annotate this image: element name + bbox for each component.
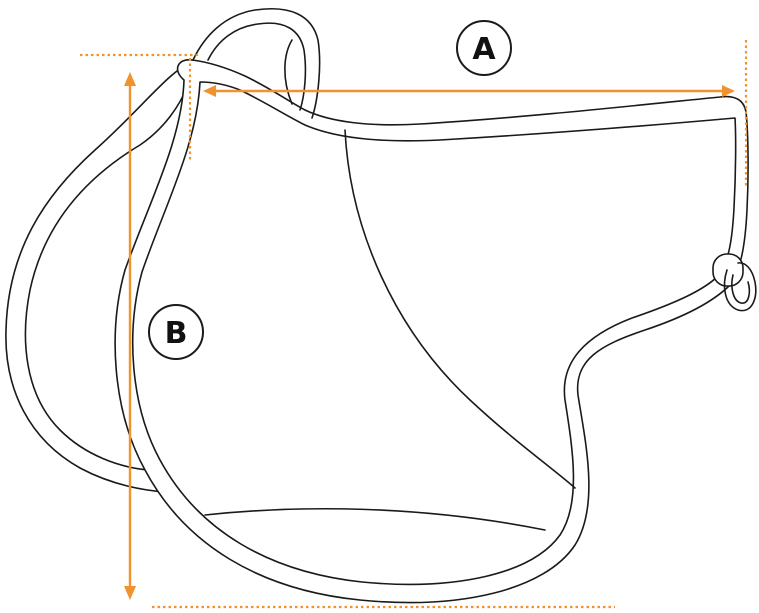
d-ring-icon bbox=[723, 262, 757, 312]
saddle-pad-outline bbox=[114, 59, 749, 604]
arrowhead-left-icon bbox=[203, 85, 216, 97]
label-a-badge: A bbox=[456, 20, 512, 76]
girth-strip-seam bbox=[204, 507, 546, 531]
arrowhead-down-icon bbox=[124, 586, 136, 600]
d-ring-keeper bbox=[712, 253, 744, 287]
label-b-badge: B bbox=[148, 304, 204, 360]
label-b: B bbox=[165, 316, 188, 351]
dimension-b-arrow bbox=[124, 72, 136, 600]
arrowhead-up-icon bbox=[124, 72, 136, 86]
d-ring-inner bbox=[731, 274, 751, 304]
dimension-a-arrow bbox=[203, 85, 735, 97]
saddle-pad-front-loop bbox=[192, 8, 321, 119]
label-a: A bbox=[472, 32, 496, 67]
saddle-pad-front-loop-inner bbox=[207, 22, 307, 111]
saddle-pad-front-loop-stitch bbox=[284, 39, 293, 105]
saddle-pad-binding bbox=[131, 81, 737, 586]
arrowhead-right-icon bbox=[722, 85, 735, 97]
saddle-area-seam bbox=[344, 129, 576, 489]
